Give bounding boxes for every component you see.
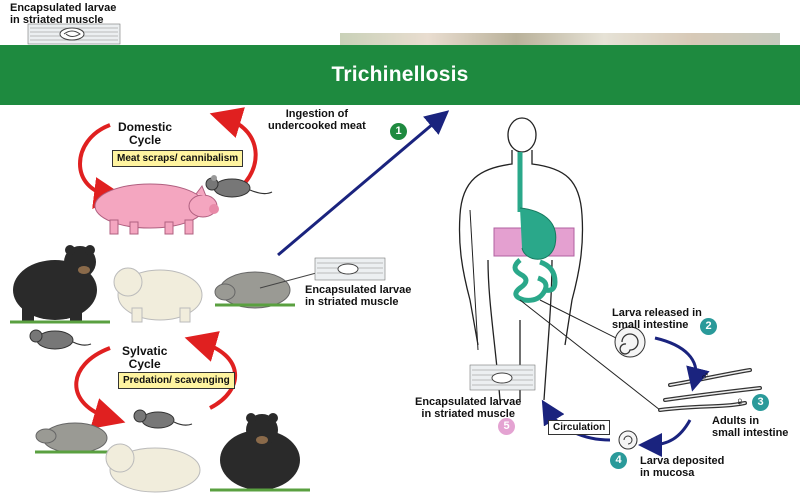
step-5-badge: 5	[498, 418, 515, 435]
predation-box: Predation/ scavenging	[118, 372, 235, 389]
polar-bear-icon	[113, 267, 203, 323]
domestic-cycle-left-arrow	[78, 123, 126, 209]
circulation-box: Circulation	[548, 420, 611, 435]
meat-scraps-box: Meat scraps/ cannibalism	[112, 150, 244, 167]
step3-to-4-arrow	[638, 419, 692, 457]
step-2-badge: 2	[700, 318, 717, 335]
larva-released-label: Larva released in small intestine	[612, 307, 702, 331]
rat-icon	[205, 175, 273, 198]
larva-deposited-label: Larva deposited in mucosa	[640, 455, 725, 479]
sylvatic-cycle-right-arrow	[184, 331, 237, 410]
step-3-badge: 3	[752, 394, 769, 411]
step2-to-3-arrow	[654, 336, 710, 392]
title-banner: Trichinellosis	[0, 45, 800, 105]
page-title: Trichinellosis	[331, 63, 469, 86]
pig-icon	[94, 183, 219, 235]
black-bear-icon	[10, 245, 110, 324]
ingestion-arrow	[277, 110, 450, 257]
digestive-tract-icon	[493, 152, 575, 303]
ingestion-label: Ingestion of undercooked meat	[268, 108, 366, 132]
mid-larvae-label: Encapsulated larvae in striated muscle	[305, 284, 412, 308]
rat-icon	[29, 329, 92, 350]
muscle-tissue-icon	[469, 364, 536, 391]
sylvatic-cycle-label: Sylvatic Cycle	[122, 344, 168, 371]
background-photo-strip	[340, 33, 780, 47]
muscle-tissue-icon	[314, 257, 386, 281]
domestic-cycle-label: Domestic Cycle	[118, 120, 173, 147]
female-symbol: ♀	[735, 394, 745, 409]
boar-icon	[35, 422, 120, 454]
black-bear-icon	[210, 413, 310, 492]
larva-mucosa-icon	[618, 430, 638, 450]
male-symbol: ♂	[700, 368, 710, 383]
body-larvae-label: Encapsulated larvae in striated muscle	[415, 396, 522, 420]
polar-bear-icon	[105, 443, 201, 493]
step-1-badge: 1	[390, 123, 407, 140]
adults-label: Adults in small intestine	[712, 415, 789, 439]
rat-icon	[133, 409, 193, 429]
muscle-tissue-icon	[27, 23, 121, 45]
top-larvae-label: Encapsulated larvae in striated muscle	[10, 2, 117, 26]
boar-carcass-icon	[214, 271, 321, 309]
step-4-badge: 4	[610, 452, 627, 469]
sylvatic-cycle-left-arrow	[74, 346, 126, 429]
larva-coil-icon	[614, 326, 646, 358]
